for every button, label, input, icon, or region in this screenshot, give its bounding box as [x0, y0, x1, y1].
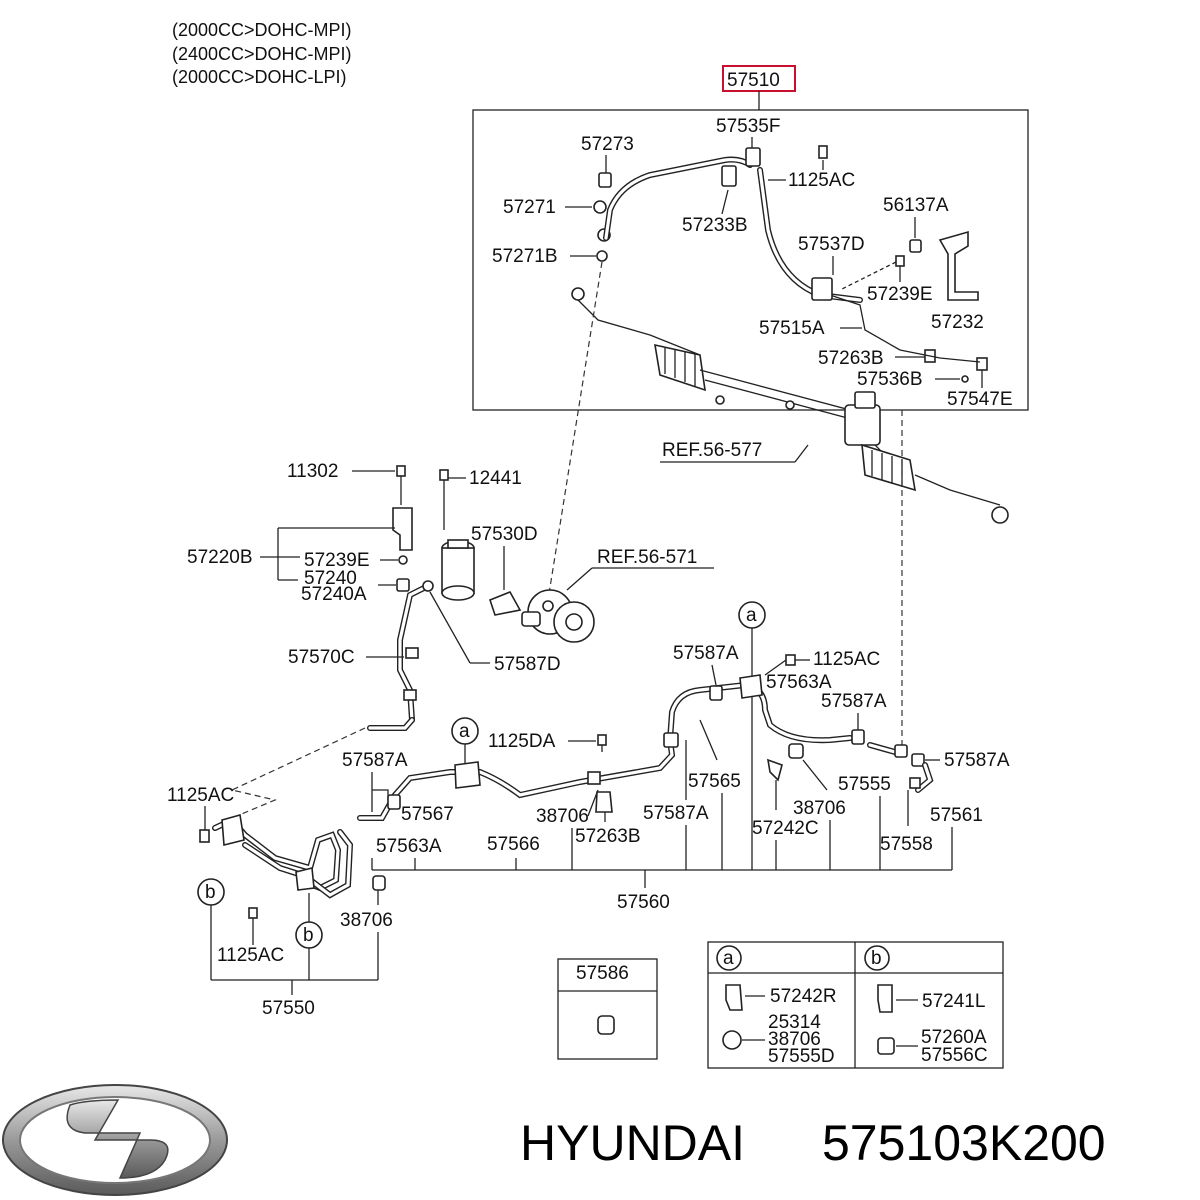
- label-57232[interactable]: 57232: [931, 312, 984, 333]
- power-steering-pump: [521, 589, 595, 643]
- label-57242C[interactable]: 57242C: [752, 818, 819, 839]
- label-57515A[interactable]: 57515A: [759, 318, 825, 339]
- label-57563A[interactable]: 57563A: [376, 836, 442, 857]
- label-57240[interactable]: 57240: [304, 568, 357, 589]
- steering-rack: [571, 287, 1009, 524]
- table-a-item-4[interactable]: 57555D: [768, 1046, 835, 1067]
- callout-b-mid[interactable]: b: [303, 925, 314, 946]
- label-57587D[interactable]: 57587D: [494, 654, 561, 675]
- table-a-item-1[interactable]: 57242R: [770, 986, 837, 1007]
- reservoir: [441, 539, 475, 601]
- label-38706-c[interactable]: 38706: [340, 910, 393, 931]
- label-57550[interactable]: 57550: [262, 998, 315, 1019]
- label-57536B[interactable]: 57536B: [857, 369, 923, 390]
- label-57555[interactable]: 57555: [838, 774, 891, 795]
- label-57530D[interactable]: 57530D: [471, 524, 538, 545]
- label-1125AC-bot[interactable]: 1125AC: [217, 945, 284, 966]
- label-57567[interactable]: 57567: [401, 804, 454, 825]
- label-57233B[interactable]: 57233B: [682, 215, 748, 236]
- parts-table: a b 57242R 25314 38706 57555D 57241L 572…: [707, 941, 1004, 1069]
- gear-assembly-frame: [472, 109, 1029, 411]
- table-b-item-2[interactable]: 57260A: [921, 1027, 987, 1048]
- engine-line-2: (2400CC>DOHC-MPI): [172, 44, 352, 64]
- label-57535F[interactable]: 57535F: [716, 116, 780, 137]
- label-1125AC-mid[interactable]: 1125AC: [813, 649, 880, 670]
- table-b-item-1[interactable]: 57241L: [922, 991, 985, 1012]
- label-57263B[interactable]: 57263B: [575, 826, 641, 847]
- label-57563A-right[interactable]: 57563A: [766, 672, 832, 693]
- label-57271[interactable]: 57271: [503, 197, 556, 218]
- label-1125AC-left[interactable]: 1125AC: [167, 785, 234, 806]
- label-11302[interactable]: 11302: [287, 461, 338, 482]
- label-1125AC-top[interactable]: 1125AC: [788, 170, 855, 191]
- label-56137A[interactable]: 56137A: [883, 195, 949, 216]
- table-a-key[interactable]: a: [723, 948, 734, 969]
- label-57220B[interactable]: 57220B: [187, 547, 253, 568]
- label-57240A[interactable]: 57240A: [301, 584, 367, 605]
- label-57587A-5[interactable]: 57587A: [643, 803, 709, 824]
- label-57566[interactable]: 57566: [487, 834, 540, 855]
- label-57239E[interactable]: 57239E: [304, 550, 370, 571]
- label-57560[interactable]: 57560: [617, 892, 670, 913]
- engine-line-3: (2000CC>DOHC-LPI): [172, 67, 347, 87]
- label-57263B-top[interactable]: 57263B: [818, 348, 884, 369]
- hyundai-logo: [2, 1084, 228, 1196]
- label-57561[interactable]: 57561: [930, 805, 983, 826]
- label-1125DA[interactable]: 1125DA: [488, 731, 556, 752]
- label-REF-56-571[interactable]: REF.56-571: [597, 547, 697, 568]
- callout-a-top[interactable]: a: [746, 605, 757, 626]
- callout-a-mid[interactable]: a: [459, 721, 470, 742]
- table-a-item-2[interactable]: 25314: [768, 1012, 821, 1033]
- label-57273[interactable]: 57273: [581, 134, 634, 155]
- part-number: 575103K200: [822, 1115, 1106, 1171]
- label-57587A-2[interactable]: 57587A: [821, 691, 887, 712]
- label-12441[interactable]: 12441: [469, 468, 522, 489]
- table-a-item-3[interactable]: 38706: [768, 1029, 821, 1050]
- label-38706-a[interactable]: 38706: [536, 806, 589, 827]
- label-57587A-3[interactable]: 57587A: [342, 750, 408, 771]
- label-REF-56-577[interactable]: REF.56-577: [662, 440, 762, 461]
- label-57547E[interactable]: 57547E: [947, 389, 1013, 410]
- label-57587A-1[interactable]: 57587A: [673, 643, 739, 664]
- label-57537D[interactable]: 57537D: [798, 234, 865, 255]
- label-57239E-top[interactable]: 57239E: [867, 284, 933, 305]
- table-b-item-3[interactable]: 57556C: [921, 1045, 988, 1066]
- engine-line-1: (2000CC>DOHC-MPI): [172, 20, 352, 40]
- label-57271B[interactable]: 57271B: [492, 246, 558, 267]
- brand-name: HYUNDAI: [520, 1115, 745, 1171]
- label-57565[interactable]: 57565: [688, 771, 741, 792]
- legend-title[interactable]: 57586: [576, 963, 629, 984]
- label-57570C[interactable]: 57570C: [288, 647, 355, 668]
- table-b-key[interactable]: b: [871, 948, 882, 969]
- legend-box-57586: 57586: [557, 958, 658, 1060]
- label-57558[interactable]: 57558: [880, 834, 933, 855]
- callout-b-left[interactable]: b: [205, 882, 216, 903]
- label-57510[interactable]: 57510: [727, 70, 780, 91]
- label-38706-b[interactable]: 38706: [793, 798, 846, 819]
- label-57587A-4[interactable]: 57587A: [944, 750, 1010, 771]
